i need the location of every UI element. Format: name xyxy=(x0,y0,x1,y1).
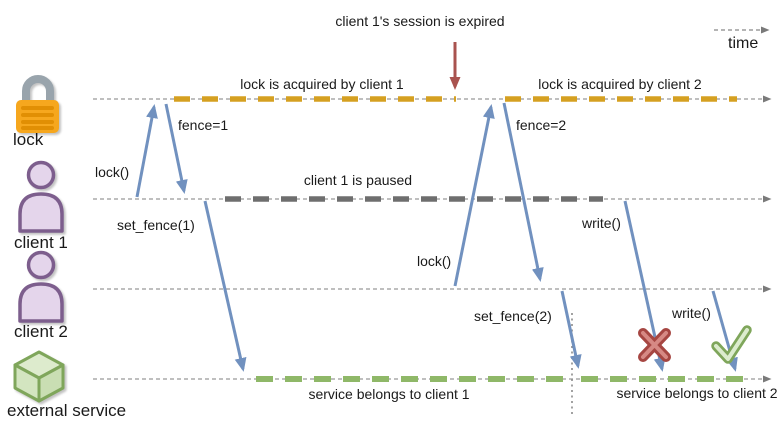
lock-acquired-client2-label: lock is acquired by client 2 xyxy=(538,76,702,92)
lane-label-client2: client 2 xyxy=(14,322,68,341)
lock-acquired-client1-label: lock is acquired by client 1 xyxy=(240,76,404,92)
time-axis-label: time xyxy=(728,35,759,52)
set-fence-1-arrow xyxy=(203,200,247,372)
lane-label-client1: client 1 xyxy=(14,233,68,252)
fence-1-arrow xyxy=(164,103,188,194)
client1-paused-label: client 1 is paused xyxy=(303,172,413,188)
person-icon xyxy=(18,250,64,323)
lock-call-2-arrow xyxy=(453,104,495,287)
lane-label-lock: lock xyxy=(13,130,44,149)
padlock-icon xyxy=(16,75,59,133)
cube-icon xyxy=(13,350,65,403)
accepted-check-icon xyxy=(711,325,752,364)
rejected-x-icon xyxy=(638,328,671,362)
set-fence-2-arrow xyxy=(560,290,582,369)
fence-1-label: fence=1 xyxy=(178,117,229,133)
set-fence-1-label: set_fence(1) xyxy=(117,217,195,233)
lock-call-1-arrow xyxy=(135,104,158,198)
write-2-label: write() xyxy=(672,305,711,321)
set-fence-2-label: set_fence(2) xyxy=(474,308,552,324)
service-belongs-client2-label: service belongs to client 2 xyxy=(616,385,778,401)
fence-2-arrow xyxy=(502,102,544,282)
fence-2-label: fence=2 xyxy=(516,117,567,133)
service-belongs-client1-label: service belongs to client 1 xyxy=(308,386,470,402)
session-expired-label: client 1's session is expired xyxy=(335,13,505,29)
person-icon xyxy=(18,160,64,233)
lock-call-1-label: lock() xyxy=(95,164,130,180)
lane-label-external-service: external service xyxy=(7,401,127,420)
lock-call-2-label: lock() xyxy=(417,253,452,269)
write-1-label: write() xyxy=(582,215,621,231)
